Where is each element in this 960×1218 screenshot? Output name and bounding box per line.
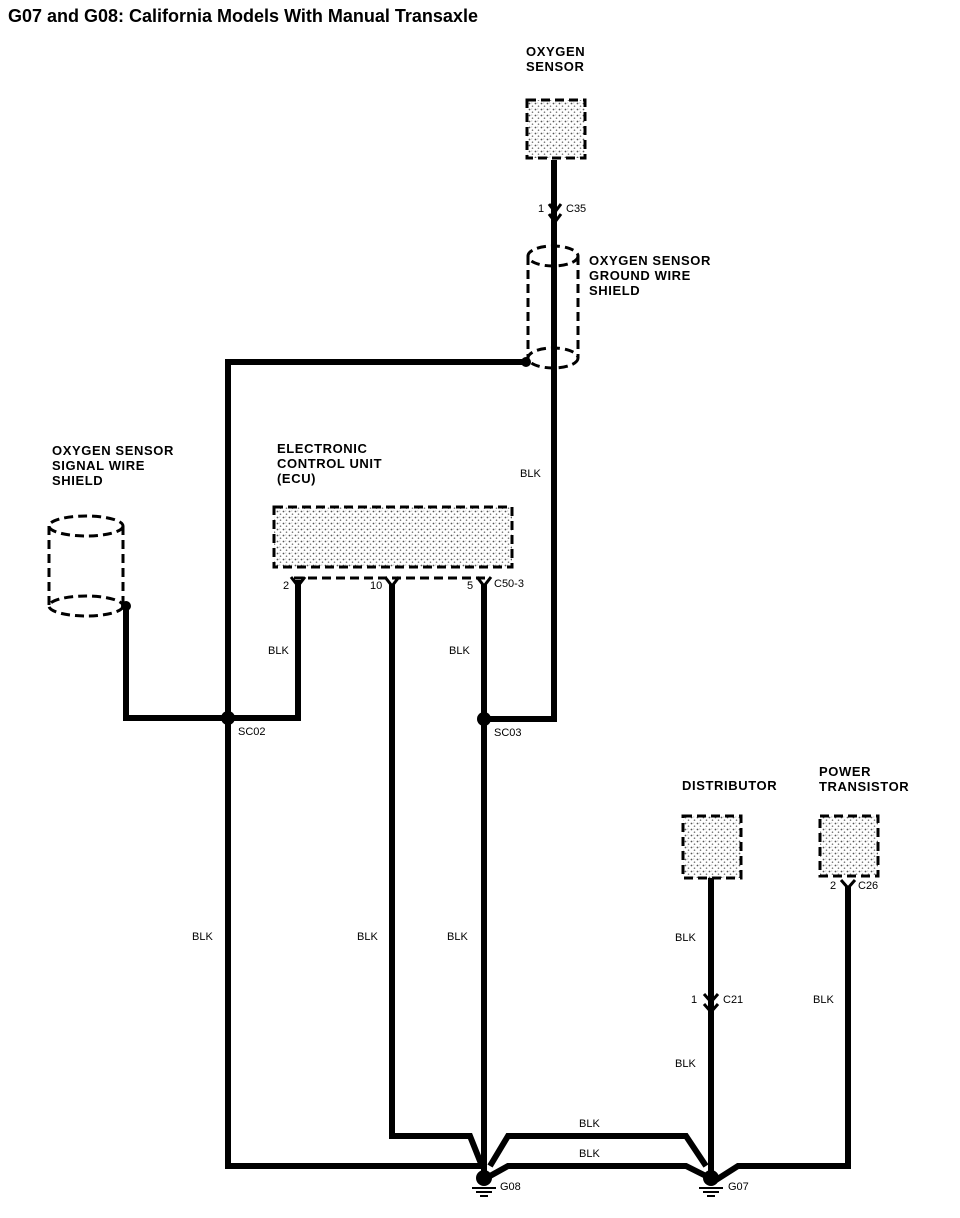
wire-color-label: BLK [520, 468, 541, 480]
wire-color-label: BLK [268, 645, 289, 657]
oxygen-sensor-component [525, 98, 587, 160]
shield-drain-junction [521, 357, 531, 367]
wire-power-transistor-to-g07 [714, 886, 851, 1183]
c35-connector-label: C35 [566, 203, 587, 215]
wire-g08-g07-upper [487, 1133, 709, 1168]
wire-ground-shield-drain [225, 359, 526, 1169]
c26-pin-label: 2 [830, 880, 837, 892]
power-transistor-component [818, 814, 880, 878]
g08-ground-symbol [472, 1170, 496, 1197]
c21-connector [702, 993, 720, 1015]
g07-ground-symbol [699, 1170, 723, 1197]
wire-color-label: BLK [357, 931, 378, 943]
sc03-splice [477, 712, 491, 726]
wire-color-label: BLK [579, 1148, 600, 1160]
wire-ecu-pin10-to-g08 [389, 584, 485, 1168]
c50-pin2-label: 2 [283, 580, 290, 592]
distributor-component [681, 814, 743, 880]
sc02-label: SC02 [238, 726, 266, 738]
c21-connector-label: C21 [723, 994, 744, 1006]
wire-color-label: BLK [675, 1058, 696, 1070]
wire-color-label: BLK [579, 1118, 600, 1130]
wire-color-label: BLK [449, 645, 470, 657]
sc03-label: SC03 [494, 727, 522, 739]
g07-label: G07 [728, 1181, 749, 1193]
wire-color-label: BLK [675, 932, 696, 944]
wire-g08-g07-lower [488, 1163, 708, 1179]
page-title: G07 and G08: California Models With Manu… [8, 6, 478, 26]
wire-color-label: BLK [813, 994, 834, 1006]
signal-shield-junction [121, 601, 131, 611]
g08-label: G08 [500, 1181, 521, 1193]
c35-pin-label: 1 [538, 203, 545, 215]
signal-wire-shield [47, 514, 125, 618]
c26-connector-label: C26 [858, 880, 879, 892]
c21-pin-label: 1 [691, 994, 698, 1006]
c50-connector-label: C50-3 [494, 578, 524, 590]
ecu-component [272, 505, 514, 569]
wire-oxygen-sensor-to-sc03 [484, 160, 557, 722]
wire-signal-shield-to-sc02 [123, 580, 301, 721]
c50-pin5-label: 5 [467, 580, 474, 592]
wire-color-label: BLK [447, 931, 468, 943]
sc02-splice [221, 711, 235, 725]
distributor-label: DISTRIBUTOR [682, 778, 778, 793]
wire-color-label: BLK [192, 931, 213, 943]
c50-pin10-label: 10 [370, 580, 383, 592]
